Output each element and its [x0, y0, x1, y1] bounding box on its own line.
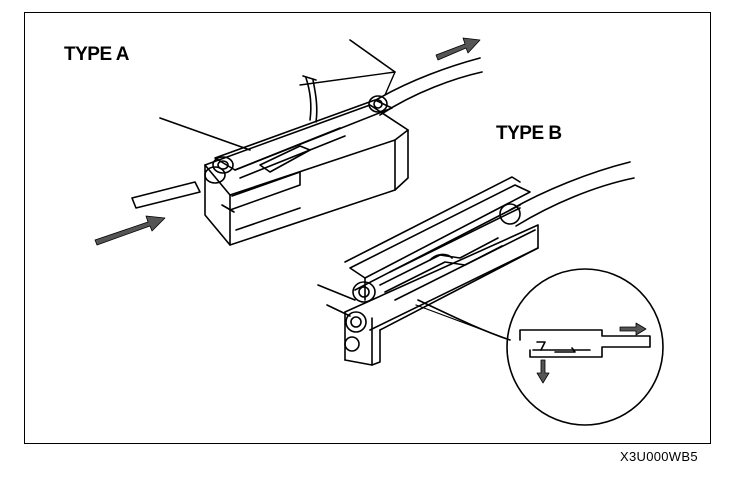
type-b-connector: [317, 161, 635, 366]
type-a-insert-arrow: [94, 215, 166, 246]
type-a-pull-arrow: [435, 37, 481, 61]
detail-release-arrow: [619, 322, 647, 336]
figure-code: X3U000WB5: [620, 449, 698, 464]
type-a-connector: [131, 39, 483, 246]
figure-frame: [24, 12, 711, 444]
type-b-label: TYPE B: [496, 123, 562, 144]
detail-press-arrow: [536, 359, 550, 384]
detail-callout: [415, 268, 664, 426]
type-a-label: TYPE A: [64, 44, 129, 65]
